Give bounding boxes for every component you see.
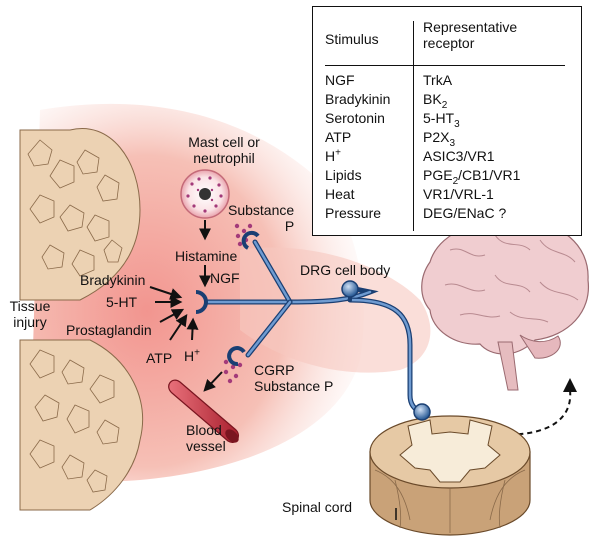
stimulus-receptor-table: Stimulus Representative receptor NGF Trk… [312, 6, 582, 236]
receptor-terminals [195, 230, 260, 367]
table-row-stimulus: Bradykinin [325, 91, 391, 107]
brain [421, 219, 589, 391]
spinal-cord [369, 403, 531, 536]
table-header-rule [325, 65, 565, 66]
histamine-label: Histamine [175, 248, 238, 264]
h-plus-label: H+ [184, 347, 200, 364]
table-row-stimulus: Pressure [325, 205, 382, 221]
cgrp-arrow [203, 371, 223, 392]
tissue-injury-label: Tissue injury [9, 298, 51, 330]
table-row-receptor: BK2 [423, 91, 448, 111]
table-row-receptor: ASIC3/VR1 [423, 148, 495, 164]
table-row-receptor: VR1/VRL-1 [423, 186, 494, 202]
table-row-stimulus: ATP [325, 129, 352, 145]
table-row-stimulus: Heat [325, 186, 355, 202]
spinal-cord-label: Spinal cord [282, 499, 353, 515]
table-row-receptor: PGE2/CB1/VR1 [423, 167, 521, 187]
substance-p-label-top: Substance P [228, 202, 295, 234]
five-ht-label: 5-HT [106, 294, 138, 310]
table-row-stimulus: H+ [325, 147, 341, 164]
atp-label: ATP [146, 350, 173, 366]
cgrp-label: CGRP Substance P [254, 362, 334, 394]
table-row-receptor: TrkA [423, 72, 453, 88]
stimulus-column-header: Stimulus [325, 31, 379, 47]
ascending-pathway-arrow [429, 378, 577, 436]
table-row-stimulus: NGF [325, 72, 355, 88]
drg-cell-body-label: DRG cell body [300, 262, 391, 278]
mast-cell-label: Mast cell or neutrophil [188, 134, 260, 166]
mast-cell [180, 169, 230, 219]
table-row-receptor: 5-HT3 [423, 110, 460, 130]
blood-vessel [168, 379, 240, 443]
receptor-column-header: Representative receptor [423, 19, 518, 51]
sensory-nerve-fiber [205, 239, 425, 415]
table-row-stimulus: Lipids [325, 167, 362, 183]
prostaglandin-label: Prostaglandin [66, 322, 152, 338]
table-row-stimulus: Serotonin [325, 110, 385, 126]
ngf-label: NGF [210, 270, 240, 286]
cgrp-particles [223, 359, 243, 384]
bradykinin-label: Bradykinin [80, 272, 146, 288]
table-row-receptor: DEG/ENaC ? [423, 205, 507, 221]
blood-vessel-label: Blood vessel [186, 422, 226, 454]
table-column-rule [413, 21, 414, 231]
tissue-cells-lower [19, 339, 144, 511]
tissue-cells-upper [19, 128, 141, 301]
table-row-receptor: P2X3 [423, 129, 456, 149]
stimulus-arrows [149, 220, 211, 341]
drg-cell-body [341, 280, 359, 298]
